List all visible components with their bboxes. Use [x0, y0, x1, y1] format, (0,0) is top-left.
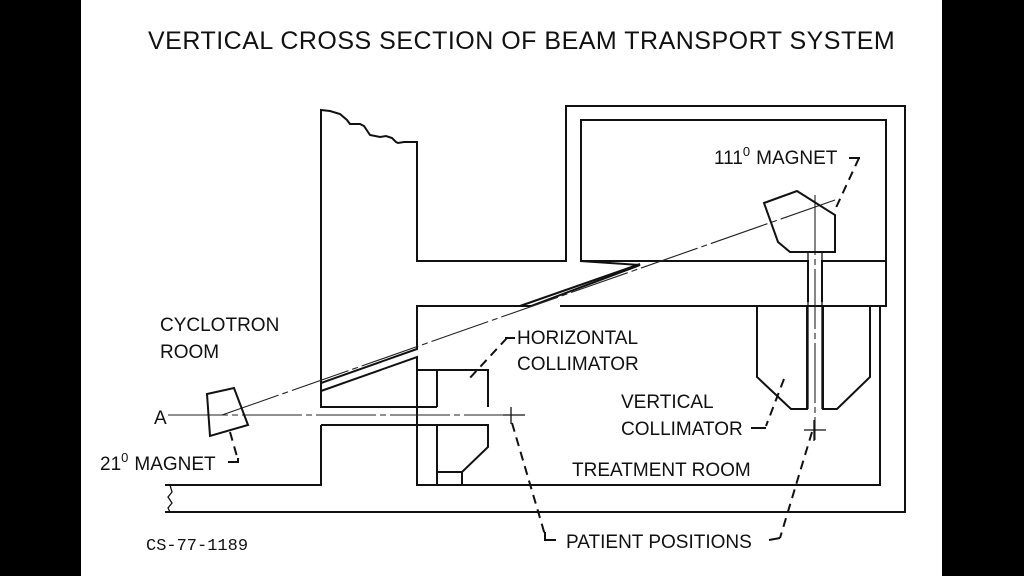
vertical-beam-channel: [807, 253, 823, 409]
leader-21-magnet: [229, 431, 239, 461]
label-vertical-collimator-1: VERTICAL: [621, 392, 714, 413]
cyclotron-upper-wall: [165, 105, 906, 513]
duct-upper-edge: [519, 263, 641, 307]
leader-patient-horizontal: [511, 422, 546, 536]
leader-patient-vertical: [779, 431, 813, 539]
label-111-magnet-suffix: MAGNET: [756, 148, 838, 169]
leader-vertical-collimator: [765, 378, 785, 427]
magnet-111-icon: [762, 189, 836, 253]
label-21-magnet-suffix: MAGNET: [134, 454, 216, 475]
patient-position-marker-vertical: [804, 420, 826, 441]
upper-wall-slant: [320, 260, 641, 384]
leader-111-magnet: [833, 157, 860, 213]
inclined-beam-line: [221, 199, 836, 416]
label-111-magnet-number: 111: [714, 148, 743, 169]
patient-position-marker-horizontal: [503, 407, 525, 424]
label-horizontal-collimator-2: COLLIMATOR: [517, 354, 639, 375]
leader-21-magnet-tick: [228, 458, 239, 463]
degree-symbol: 0: [121, 450, 128, 465]
diagram-title: VERTICAL CROSS SECTION OF BEAM TRANSPORT…: [148, 27, 895, 55]
floor-break: [167, 484, 173, 513]
middle-wall-slant: [320, 355, 418, 408]
magnet-21-icon: [205, 386, 250, 438]
label-21-magnet: 210 MAGNET: [100, 450, 216, 475]
label-patient-positions: PATIENT POSITIONS: [566, 532, 752, 553]
degree-symbol: 0: [743, 144, 750, 159]
horizontal-collimator: [416, 306, 881, 486]
vertical-collimator: [756, 306, 871, 410]
label-cyclotron-room-2: ROOM: [160, 342, 219, 363]
leader-patient-vertical-tick: [768, 537, 781, 541]
label-21-magnet-number: 21: [100, 454, 121, 475]
figure-code: CS-77-1189: [146, 537, 248, 556]
leader-horizontal-collimator: [467, 337, 508, 381]
label-vertical-collimator-2: COLLIMATOR: [621, 419, 743, 440]
duct-lower-edge: [560, 261, 887, 307]
middle-wall-lower: [320, 394, 437, 408]
leader-patient-horizontal-tick: [544, 532, 556, 541]
label-treatment-room: TREATMENT ROOM: [572, 460, 751, 481]
label-beam-origin: A: [154, 408, 167, 429]
label-cyclotron-room-1: CYCLOTRON: [160, 315, 279, 336]
label-111-magnet: 1110 MAGNET: [714, 144, 838, 169]
label-horizontal-collimator-1: HORIZONTAL: [517, 328, 638, 349]
